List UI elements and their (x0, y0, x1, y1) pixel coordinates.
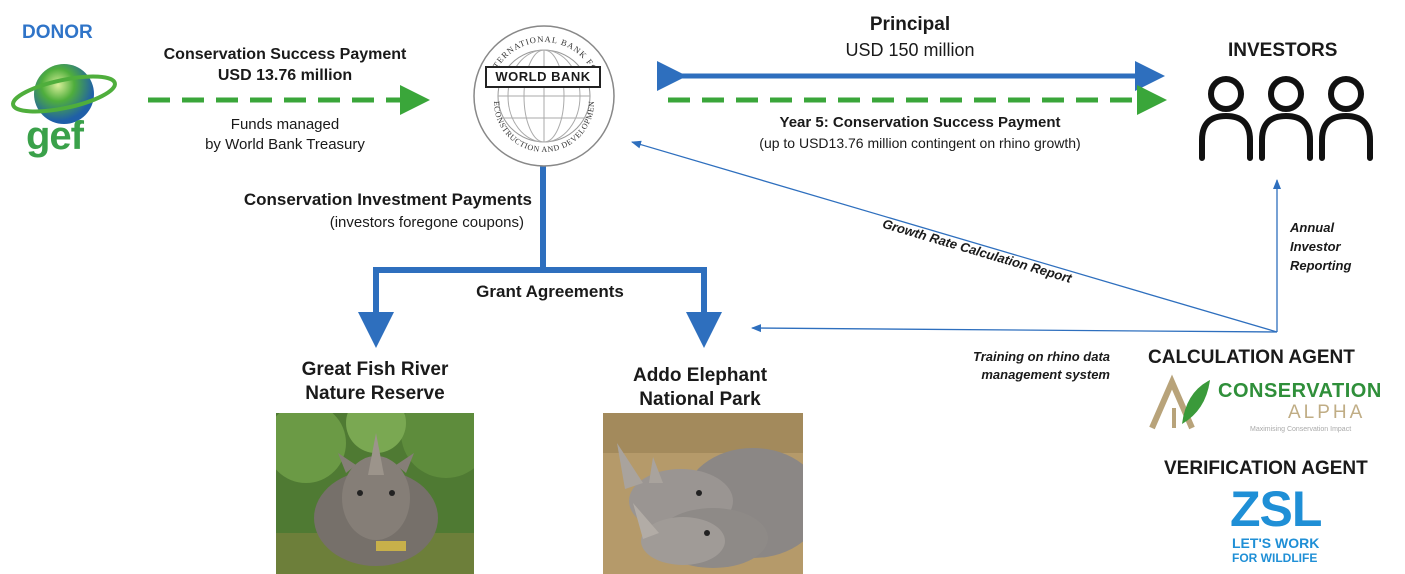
conservation-alpha-logo: CONSERVATION ALPHA Maximising Conservati… (1146, 372, 1396, 440)
gef-logo-text: gef (26, 114, 84, 158)
donor-payment-note2: by World Bank Treasury (205, 136, 365, 153)
great-fish-line1: Great Fish River (301, 359, 449, 380)
training-line2: management system (981, 367, 1110, 382)
investment-payments-note: (investors foregone coupons) (329, 214, 524, 231)
gef-globe-icon (11, 64, 117, 124)
conservation-alpha-tagline: Maximising Conservation Impact (1250, 426, 1352, 433)
world-bank-logo: INTERNATIONAL BANK FOR RECONSTRUCTION AN… (467, 15, 618, 170)
donor-payment-title: Conservation Success Payment (163, 46, 407, 63)
zsl-logo-big: ZSL (1230, 481, 1322, 537)
addo-title: Addo Elephant National Park (590, 364, 810, 412)
year5-title: Year 5: Conservation Success Payment (779, 114, 1061, 131)
conservation-alpha-line2: ALPHA (1288, 402, 1366, 423)
annual-reporting-line2: Investor (1290, 239, 1341, 254)
great-fish-title: Great Fish River Nature Reserve (260, 358, 490, 406)
donor-payment-amount: USD 13.76 million (217, 67, 353, 84)
calculation-agent-title: CALCULATION AGENT (1148, 347, 1355, 368)
annual-reporting-line1: Annual (1290, 220, 1335, 235)
year5-note: (up to USD13.76 million contingent on rh… (759, 135, 1081, 151)
world-bank-name: WORLD BANK (485, 66, 601, 88)
donor-payment-note1: Funds managed (230, 116, 340, 133)
grant-agreements-label: Grant Agreements (476, 282, 624, 301)
growth-report-arrow (631, 140, 1278, 333)
donor-title: DONOR (22, 22, 93, 43)
annual-reporting-label: Annual Investor Reporting (1290, 218, 1351, 275)
principal-amount: USD 150 million (845, 40, 975, 60)
training-line1: Training on rhino data (973, 349, 1110, 364)
conservation-alpha-line1: CONSERVATION (1218, 380, 1382, 402)
zsl-logo: ZSL LET'S WORK FOR WILDLIFE (1216, 481, 1346, 572)
annual-reporting-line3: Reporting (1290, 258, 1352, 273)
addo-line2: National Park (639, 389, 761, 410)
investment-payments-title: Conservation Investment Payments (243, 190, 532, 209)
great-fish-line2: Nature Reserve (305, 383, 445, 404)
training-arrow (751, 324, 1278, 333)
addo-line1: Addo Elephant (632, 365, 768, 386)
great-fish-rhino-photo (276, 413, 474, 574)
training-label: Training on rhino data management system (930, 348, 1110, 384)
conservation-alpha-leaf-icon (1149, 374, 1210, 430)
world-bank-seal-icon: INTERNATIONAL BANK FOR RECONSTRUCTION AN… (467, 15, 615, 167)
gef-logo: gef (8, 50, 120, 165)
zsl-logo-line2: FOR WILDLIFE (1232, 551, 1318, 565)
addo-rhino-photo (603, 413, 803, 574)
zsl-logo-line1: LET'S WORK (1232, 535, 1320, 551)
principal-title: Principal (869, 14, 951, 35)
investors-title: INVESTORS (1228, 40, 1338, 61)
verification-agent-title: VERIFICATION AGENT (1164, 458, 1368, 479)
investors-people-icon (1199, 76, 1373, 161)
